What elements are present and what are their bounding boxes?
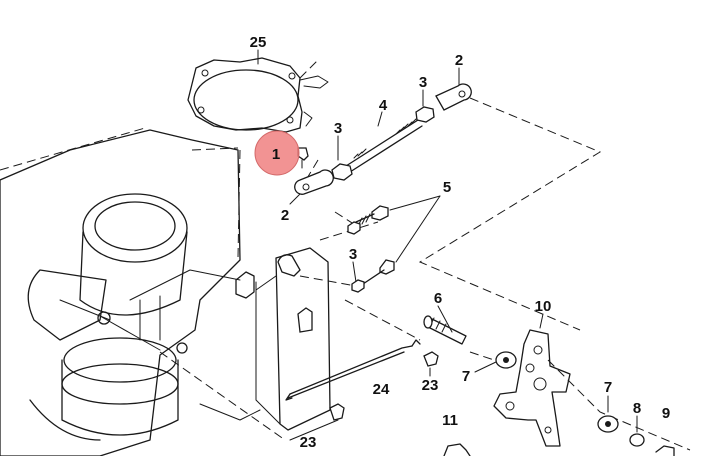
callout-23-bottom: 23 — [300, 434, 317, 451]
part-labels: 25 2 3 4 3 1 2 5 3 6 10 7 24 23 7 8 9 11… — [250, 34, 671, 451]
callout-10: 10 — [535, 298, 552, 315]
callout-3-middle: 3 — [334, 120, 342, 137]
callout-8: 8 — [633, 400, 641, 417]
callout-3-lower: 3 — [349, 246, 357, 263]
callout-4: 4 — [379, 97, 388, 114]
callout-3-top: 3 — [419, 74, 427, 91]
shaft-part-6 — [423, 315, 467, 345]
gasket-part-25 — [187, 57, 329, 133]
callout-24: 24 — [373, 381, 390, 398]
callout-2-top: 2 — [455, 52, 463, 69]
throttle-body — [0, 129, 261, 456]
highlight-circle — [254, 130, 300, 176]
callout-23-right: 23 — [422, 377, 439, 394]
part-11 — [443, 443, 471, 456]
callout-1: 1 — [272, 146, 280, 163]
callout-11: 11 — [442, 412, 458, 429]
linkage-rod-assembly — [294, 83, 472, 195]
callout-9: 9 — [662, 405, 670, 422]
clip-part-23 — [329, 351, 439, 421]
callout-5: 5 — [443, 179, 451, 196]
mounting-bracket — [255, 247, 331, 431]
callout-25: 25 — [250, 34, 267, 51]
callout-7-left: 7 — [462, 368, 470, 385]
bolts-part-5 — [347, 205, 395, 293]
cable-part-24 — [285, 339, 421, 401]
callout-7-right: 7 — [604, 379, 612, 396]
callout-2-lower: 2 — [281, 207, 289, 224]
throttle-lever-plate-10 — [493, 329, 675, 456]
callout-6: 6 — [434, 290, 442, 307]
